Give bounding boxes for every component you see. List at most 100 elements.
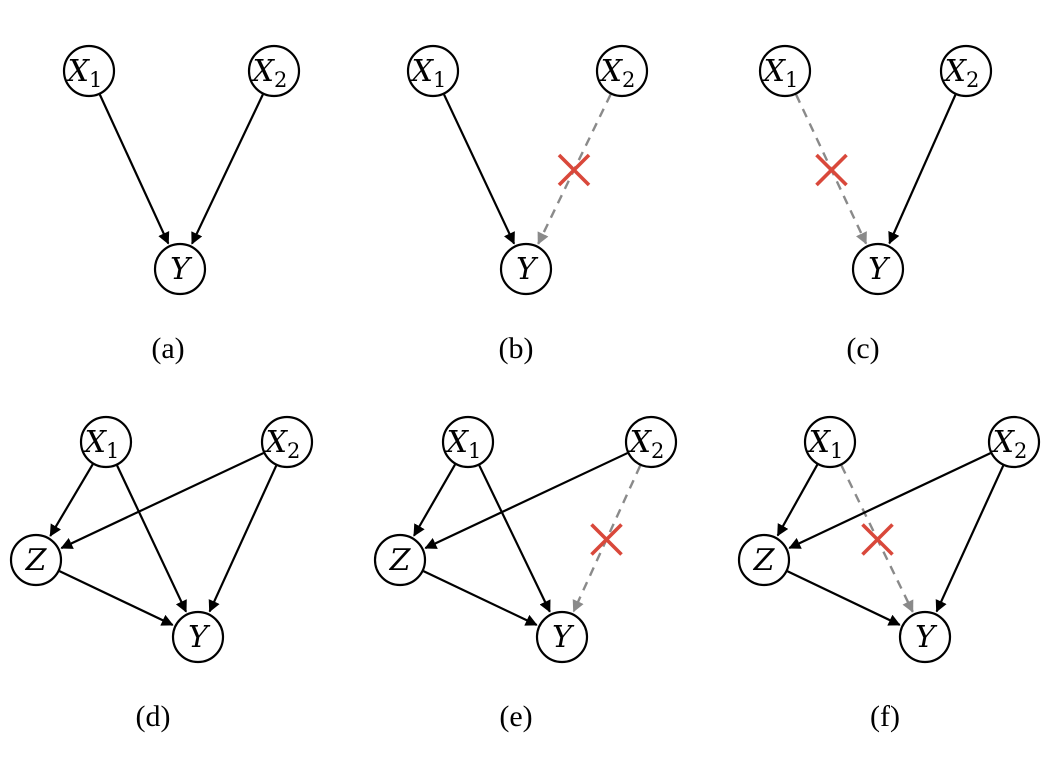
node-circle — [939, 44, 993, 98]
node-label: X2 — [628, 425, 665, 463]
node-circle — [171, 610, 225, 664]
edge-x2-to-z — [788, 452, 991, 550]
node-label-base: Y — [552, 620, 575, 655]
node-circle — [898, 610, 952, 664]
node-label: Y — [552, 620, 575, 655]
node-x2: X2 — [595, 44, 649, 98]
cross-stroke — [861, 523, 894, 556]
node-circle — [79, 415, 133, 469]
edge-x2-to-y — [208, 465, 278, 613]
node-label-base: X — [410, 54, 435, 89]
node-label: X2 — [991, 425, 1028, 463]
node-y: Y — [535, 610, 589, 664]
node-label: Z — [25, 543, 48, 578]
node-label-base: X — [991, 425, 1016, 460]
node-circle — [9, 533, 63, 587]
node-x2: X2 — [987, 415, 1041, 469]
panel-f: X1 X2Z Y (f) — [737, 415, 1041, 733]
edge-x1-to-y — [98, 94, 170, 245]
node-circle — [803, 415, 857, 469]
node-y: Y — [499, 242, 553, 296]
node-circle — [499, 242, 553, 296]
edge-x1-to-z — [413, 463, 456, 537]
node-label-base: Y — [170, 252, 193, 287]
node-label-base: Z — [753, 543, 776, 578]
edge-z-to-y — [59, 570, 174, 626]
edge-z-to-y — [423, 570, 538, 626]
panel-caption: (b) — [499, 332, 534, 365]
node-x2: X2 — [260, 415, 314, 469]
cross-stroke — [590, 523, 623, 556]
node-label-subscript: 1 — [89, 68, 102, 92]
node-circle — [737, 533, 791, 587]
edge-x2-to-y — [191, 94, 264, 245]
node-circle — [624, 415, 678, 469]
edge-x2-to-y — [935, 465, 1005, 613]
node-circle — [987, 415, 1041, 469]
edge-x1-to-y — [116, 465, 188, 613]
node-label: X2 — [599, 54, 636, 92]
node-x1: X1 — [79, 415, 133, 469]
edge-x1-to-y — [478, 464, 551, 613]
edge-x2-to-y — [888, 94, 957, 245]
node-label: X1 — [83, 425, 120, 463]
edge-x2-to-z — [60, 452, 264, 550]
panel-caption: (d) — [136, 700, 171, 733]
node-label-subscript: 2 — [622, 68, 635, 92]
node-y: Y — [898, 610, 952, 664]
cross-icon — [590, 523, 623, 556]
node-label-base: X — [943, 54, 968, 89]
node-label-base: Y — [516, 252, 539, 287]
edge-x1-to-y — [443, 94, 516, 245]
node-label-subscript: 2 — [1014, 439, 1027, 463]
node-x1: X1 — [441, 415, 495, 469]
node-y: Y — [153, 242, 207, 296]
node-x2: X2 — [624, 415, 678, 469]
node-label-subscript: 2 — [651, 439, 664, 463]
node-label: X1 — [445, 425, 482, 463]
node-z: Z — [373, 533, 427, 587]
node-label: Y — [170, 252, 193, 287]
node-label: X2 — [943, 54, 980, 92]
node-label-base: X — [762, 54, 787, 89]
node-x1: X1 — [803, 415, 857, 469]
node-label: X1 — [66, 54, 103, 92]
node-x1: X1 — [406, 44, 460, 98]
cross-stroke — [815, 153, 848, 187]
node-label: Z — [753, 543, 776, 578]
node-circle — [247, 44, 301, 98]
node-label-base: Y — [188, 620, 211, 655]
node-label-base: X — [264, 425, 289, 460]
node-label: Z — [389, 543, 412, 578]
node-label-base: Y — [915, 620, 938, 655]
node-label-base: X — [445, 425, 470, 460]
node-circle — [373, 533, 427, 587]
node-circle — [62, 44, 116, 98]
cross-icon — [861, 523, 894, 556]
cross-icon — [557, 153, 591, 187]
node-label: X1 — [762, 54, 799, 92]
node-z: Z — [737, 533, 791, 587]
panel-caption: (f) — [870, 700, 900, 733]
node-circle — [595, 44, 649, 98]
node-label-base: X — [66, 54, 91, 89]
node-label-subscript: 2 — [287, 439, 300, 463]
node-label: X2 — [264, 425, 301, 463]
node-circle — [441, 415, 495, 469]
node-circle — [851, 242, 905, 296]
panel-caption: (c) — [846, 332, 879, 365]
panel-caption: (a) — [151, 332, 184, 365]
node-label-subscript: 1 — [433, 68, 446, 92]
node-label-subscript: 2 — [274, 68, 287, 92]
edge-x1-to-z — [49, 463, 94, 537]
node-label: Y — [516, 252, 539, 287]
node-label-base: X — [599, 54, 624, 89]
node-label-base: X — [83, 425, 108, 460]
node-x2: X2 — [939, 44, 993, 98]
node-label: Y — [915, 620, 938, 655]
